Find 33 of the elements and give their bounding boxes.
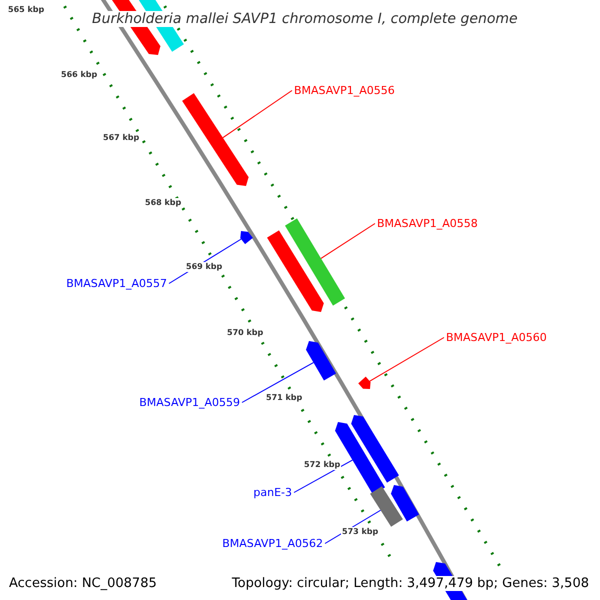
title: Burkholderia mallei SAVP1 chromosome I, complete genome: [92, 11, 519, 27]
gene-feature-block: [370, 486, 403, 527]
gene-feature-block: [306, 341, 336, 381]
tick-label: 571 kbp: [265, 393, 304, 403]
tick-label: 566 kbp: [60, 70, 98, 80]
accession-text: Accession: NC_008785: [8, 576, 158, 591]
gene-label: BMASAVP1_A0560: [445, 331, 548, 344]
tick-label: 567 kbp: [102, 133, 140, 143]
tick-label: 573 kbp: [341, 527, 380, 537]
topology-text: Topology: circular; Length: 3,497,479 bp; Genes: 3,508: [230, 576, 590, 591]
tick-label: 570 kbp: [226, 328, 264, 338]
gene-label: panE-3: [252, 486, 293, 499]
leader-line: [222, 90, 292, 138]
gene-label: BMASAVP1_A0558: [376, 217, 479, 230]
leader-line: [242, 362, 314, 403]
gene-feature-block: [267, 230, 324, 312]
gene-feature-block: [285, 218, 345, 306]
gene-label: BMASAVP1_A0559: [138, 396, 241, 409]
leader-line: [369, 337, 444, 382]
tick-label: 569 kbp: [185, 262, 224, 272]
tick-label: 568 kbp: [144, 198, 182, 208]
gene-feature-block: [240, 231, 253, 244]
tick-label: 565 kbp: [7, 5, 46, 15]
gene-feature-block: [351, 415, 399, 483]
gene-label: BMASAVP1_A0556: [293, 84, 396, 97]
gene-feature-block: [390, 485, 420, 522]
gene-label: BMASAVP1_A0562: [221, 537, 324, 550]
gene-feature-block: [182, 93, 249, 186]
leader-line: [320, 223, 376, 259]
gene-label: BMASAVP1_A0557: [65, 277, 168, 290]
leader-line: [294, 460, 353, 493]
tick-label: 572 kbp: [303, 460, 342, 470]
gene-feature-block: [358, 376, 371, 389]
